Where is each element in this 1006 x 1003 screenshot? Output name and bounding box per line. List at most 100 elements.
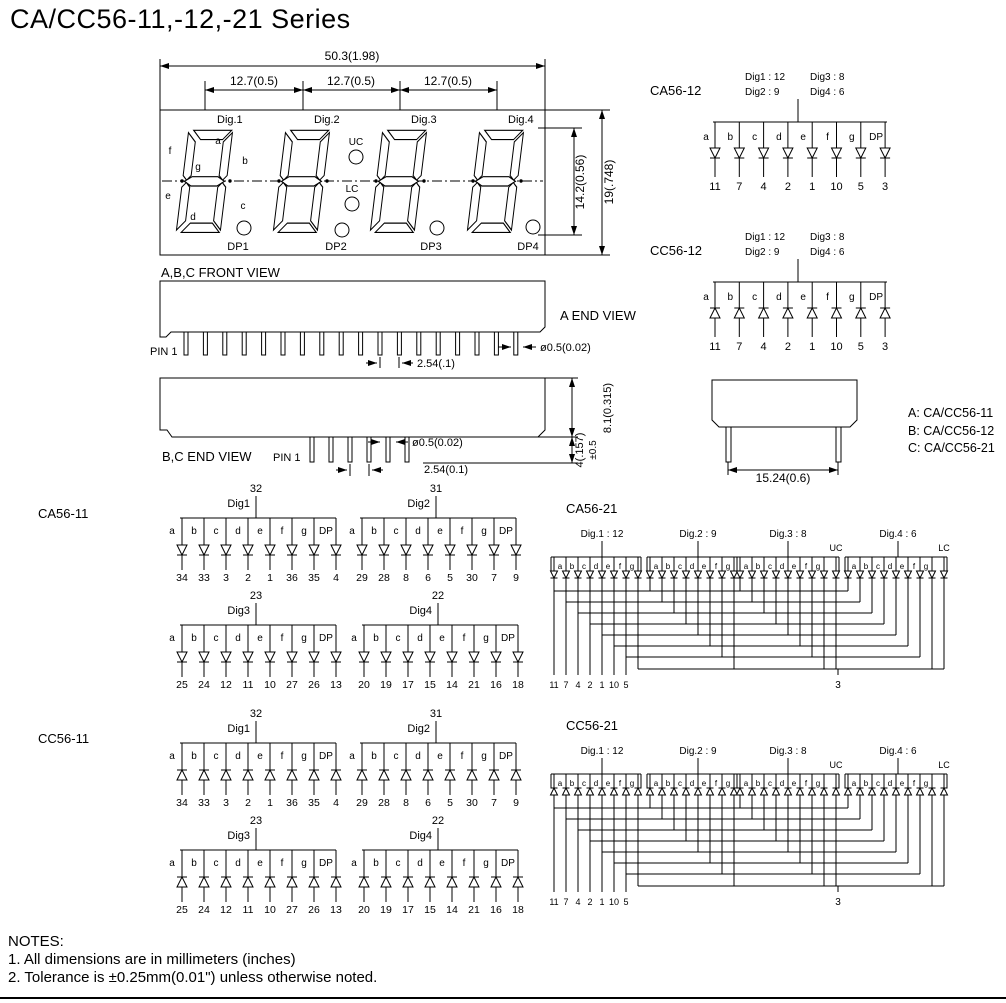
diode-symbol xyxy=(176,544,188,557)
segment-label: b xyxy=(371,751,377,762)
segment-label: a xyxy=(169,751,175,762)
diode-symbol xyxy=(402,875,414,888)
segment-label: b xyxy=(756,779,761,788)
diode-symbol xyxy=(735,570,745,580)
pin-number: 20 xyxy=(358,904,370,916)
segment-label: DP xyxy=(319,633,333,644)
diode-symbol xyxy=(490,651,502,664)
digit-label: Dig.4 xyxy=(508,114,534,126)
schematic-title: CA56-21 xyxy=(566,501,617,516)
dp-label: DP2 xyxy=(325,241,346,253)
segment-label-c: c xyxy=(241,201,246,212)
dimension-pin-span: 15.24(0.6) xyxy=(727,462,839,485)
segment-label: f xyxy=(805,562,808,571)
diode-symbol xyxy=(444,768,456,781)
pin-number: 10 xyxy=(609,897,619,907)
dp2-dot xyxy=(334,222,350,238)
pin-number: 16 xyxy=(490,904,502,916)
pin-number: 1 xyxy=(809,181,815,193)
pin-number: 11 xyxy=(243,679,254,691)
diode-symbol xyxy=(573,570,583,580)
pin-number: 11 xyxy=(709,181,720,193)
digit-label: Dig1 xyxy=(227,498,250,510)
pin-number: 28 xyxy=(378,797,390,809)
pin-number: 3 xyxy=(223,572,229,584)
diode-symbol xyxy=(717,786,727,796)
pin xyxy=(493,331,499,356)
segment-label: e xyxy=(606,562,611,571)
diode-symbol xyxy=(621,570,631,580)
dim-text: ±0.5 xyxy=(588,440,599,460)
legend-line: B: CA/CC56-12 xyxy=(908,424,994,438)
pin-row xyxy=(309,436,410,463)
package-front-view-drawing: A,B,C FRONT VIEW PIN 1 A END VIEW ø0.5(0… xyxy=(150,265,637,370)
diode-symbol xyxy=(645,570,655,580)
pin-number: 7 xyxy=(491,572,497,584)
pin xyxy=(358,331,364,356)
pin xyxy=(319,331,325,356)
pin1-label: PIN 1 xyxy=(273,452,301,464)
pin-number: 3 xyxy=(835,897,841,908)
diode-symbol xyxy=(621,786,631,796)
dp-label: DP4 xyxy=(517,241,538,253)
segment-label: b xyxy=(666,779,671,788)
segment-label: e xyxy=(257,526,263,537)
diode-symbol xyxy=(356,544,368,557)
segment-label: DP xyxy=(869,292,883,303)
pin-number: 18 xyxy=(512,679,524,691)
pin-number: 10 xyxy=(830,341,842,353)
pin-number: 8 xyxy=(403,797,409,809)
segment-label: e xyxy=(900,779,905,788)
diode-symbol xyxy=(830,147,843,160)
diode-symbol xyxy=(380,875,392,888)
pin-number: 11 xyxy=(549,897,558,907)
digit-label: Dig.2 xyxy=(314,114,340,126)
dp-label: DP3 xyxy=(420,241,441,253)
diode-symbol xyxy=(830,306,843,319)
diode-symbol xyxy=(795,570,805,580)
dim-text: 15.24(0.6) xyxy=(756,471,811,485)
digit-pin-assignment: Dig1 : 12 xyxy=(745,232,785,243)
seven-segment-digit-1 xyxy=(175,129,234,233)
segment-label: a xyxy=(654,562,659,571)
dim-text: 14.2(0.56) xyxy=(573,155,587,210)
segment-label: a xyxy=(654,779,659,788)
segment-label: c xyxy=(752,132,757,143)
diode-symbol xyxy=(264,768,276,781)
digit-label: Dig1 xyxy=(227,723,250,735)
pin-number: 33 xyxy=(198,572,210,584)
pin xyxy=(377,331,383,356)
segment-label: g xyxy=(481,526,487,537)
segment-label: b xyxy=(864,779,869,788)
diode-symbol xyxy=(681,786,691,796)
diode-symbol xyxy=(468,651,480,664)
segment-label-d: d xyxy=(190,212,196,223)
dim-text: 8.1(0.315) xyxy=(602,383,614,433)
pin-number: 1 xyxy=(809,341,815,353)
diode-symbol xyxy=(466,768,478,781)
segment-label: b xyxy=(728,132,734,143)
diode-symbol xyxy=(795,786,805,796)
diode-symbol xyxy=(729,570,739,580)
diode-symbol xyxy=(843,570,853,580)
segment-label: f xyxy=(805,779,808,788)
diode-symbol xyxy=(444,544,456,557)
dim-text: 4(.157) xyxy=(574,433,586,468)
diode-symbol xyxy=(488,544,500,557)
pin-number: 12 xyxy=(220,904,232,916)
segment-label: b xyxy=(728,292,734,303)
dim-text: 50.3(1.98) xyxy=(325,49,380,63)
segment-label: c xyxy=(876,562,880,571)
segment-label: b xyxy=(191,751,197,762)
segment-label: f xyxy=(281,858,284,869)
diode-symbol xyxy=(510,544,522,557)
pin-number: 4 xyxy=(575,680,580,690)
segment-label: f xyxy=(281,526,284,537)
diode-symbol xyxy=(422,768,434,781)
diode-symbol xyxy=(400,544,412,557)
diode-symbol xyxy=(561,570,571,580)
segment-label-f: f xyxy=(169,146,172,157)
pin xyxy=(202,331,208,356)
dim-text: 2.54(.1) xyxy=(417,358,455,370)
